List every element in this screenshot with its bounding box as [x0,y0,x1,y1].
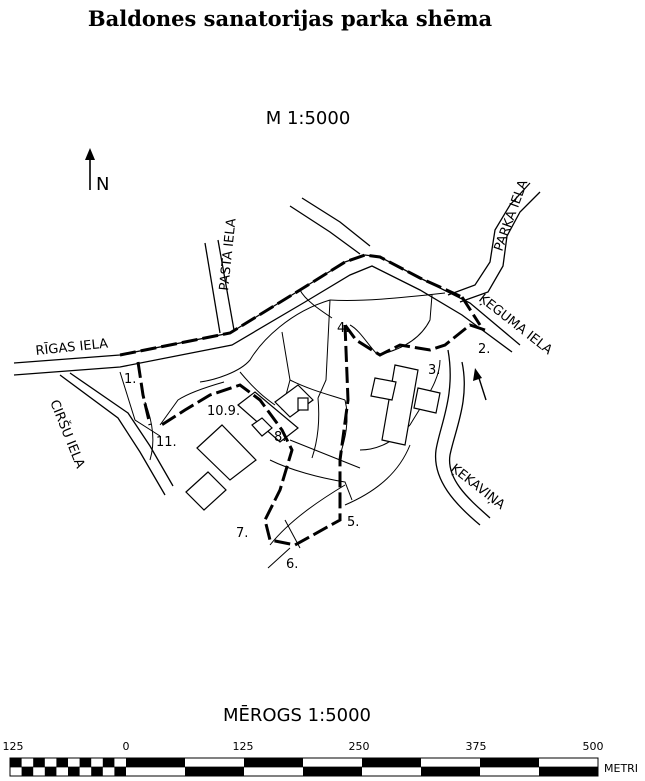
scale-segment [56,758,68,767]
scale-segment [126,758,185,767]
scale-tick-label: 250 [349,740,370,753]
scale-segment [10,758,22,767]
north-label: N [96,174,109,195]
scale-segment [114,767,126,776]
scale-tick-label: 125 [233,740,254,753]
scale-segment [33,758,45,767]
point-label-11: 11. [156,435,177,450]
buildings [185,364,441,511]
scale-caption: MĒROGS 1:5000 [223,704,371,726]
map-scale-label: M 1:5000 [266,108,351,129]
park-paths [119,289,446,569]
point-label-4: 4. [337,321,349,336]
scale-segment [421,767,480,776]
scale-segment [303,767,362,776]
point-label-5: 5. [347,515,359,530]
street-label-parka: PARKA IELA [492,178,532,253]
scale-tick-label: 0 [123,740,130,753]
scale-tick-label: 375 [466,740,487,753]
scale-tick-label: 500 [583,740,604,753]
river [434,349,491,526]
point-label-6: 6. [286,557,298,572]
street-label-pasta: PASTA IELA [217,218,240,292]
scale-segment [539,767,598,776]
point-label-8: 8. [274,430,286,445]
scale-segment [44,767,57,776]
scale-segment [185,767,244,776]
map-title: Baldones sanatorijas parka shēma [88,6,493,31]
point-label-3: 3. [428,363,440,378]
scale-unit: METRI [604,762,638,775]
scale-segment [91,767,103,776]
scale-segment [362,758,421,767]
route [119,253,486,547]
scale-segment [68,767,80,776]
point-label-2: 2. [478,342,490,357]
river-label: ĶEKAVIŅA [448,461,508,513]
scale-bar: 125 0 125 250 375 500 METRI [3,740,638,777]
point-label-10-9: 10.9. [207,404,240,419]
scale-segment [244,758,303,767]
scale-segment [480,758,539,767]
north-arrow-icon [85,148,95,190]
scale-segment [21,767,34,776]
point-label-1: 1. [124,372,136,387]
scale-tick-label: 125 [3,740,24,753]
scale-segment [102,758,115,767]
street-label-cirsu: CIRŠU IELA [46,398,88,471]
street-label-rigas: RĪGAS IELA [35,336,109,359]
scale-segment [79,758,92,767]
point-label-7: 7. [236,526,248,541]
